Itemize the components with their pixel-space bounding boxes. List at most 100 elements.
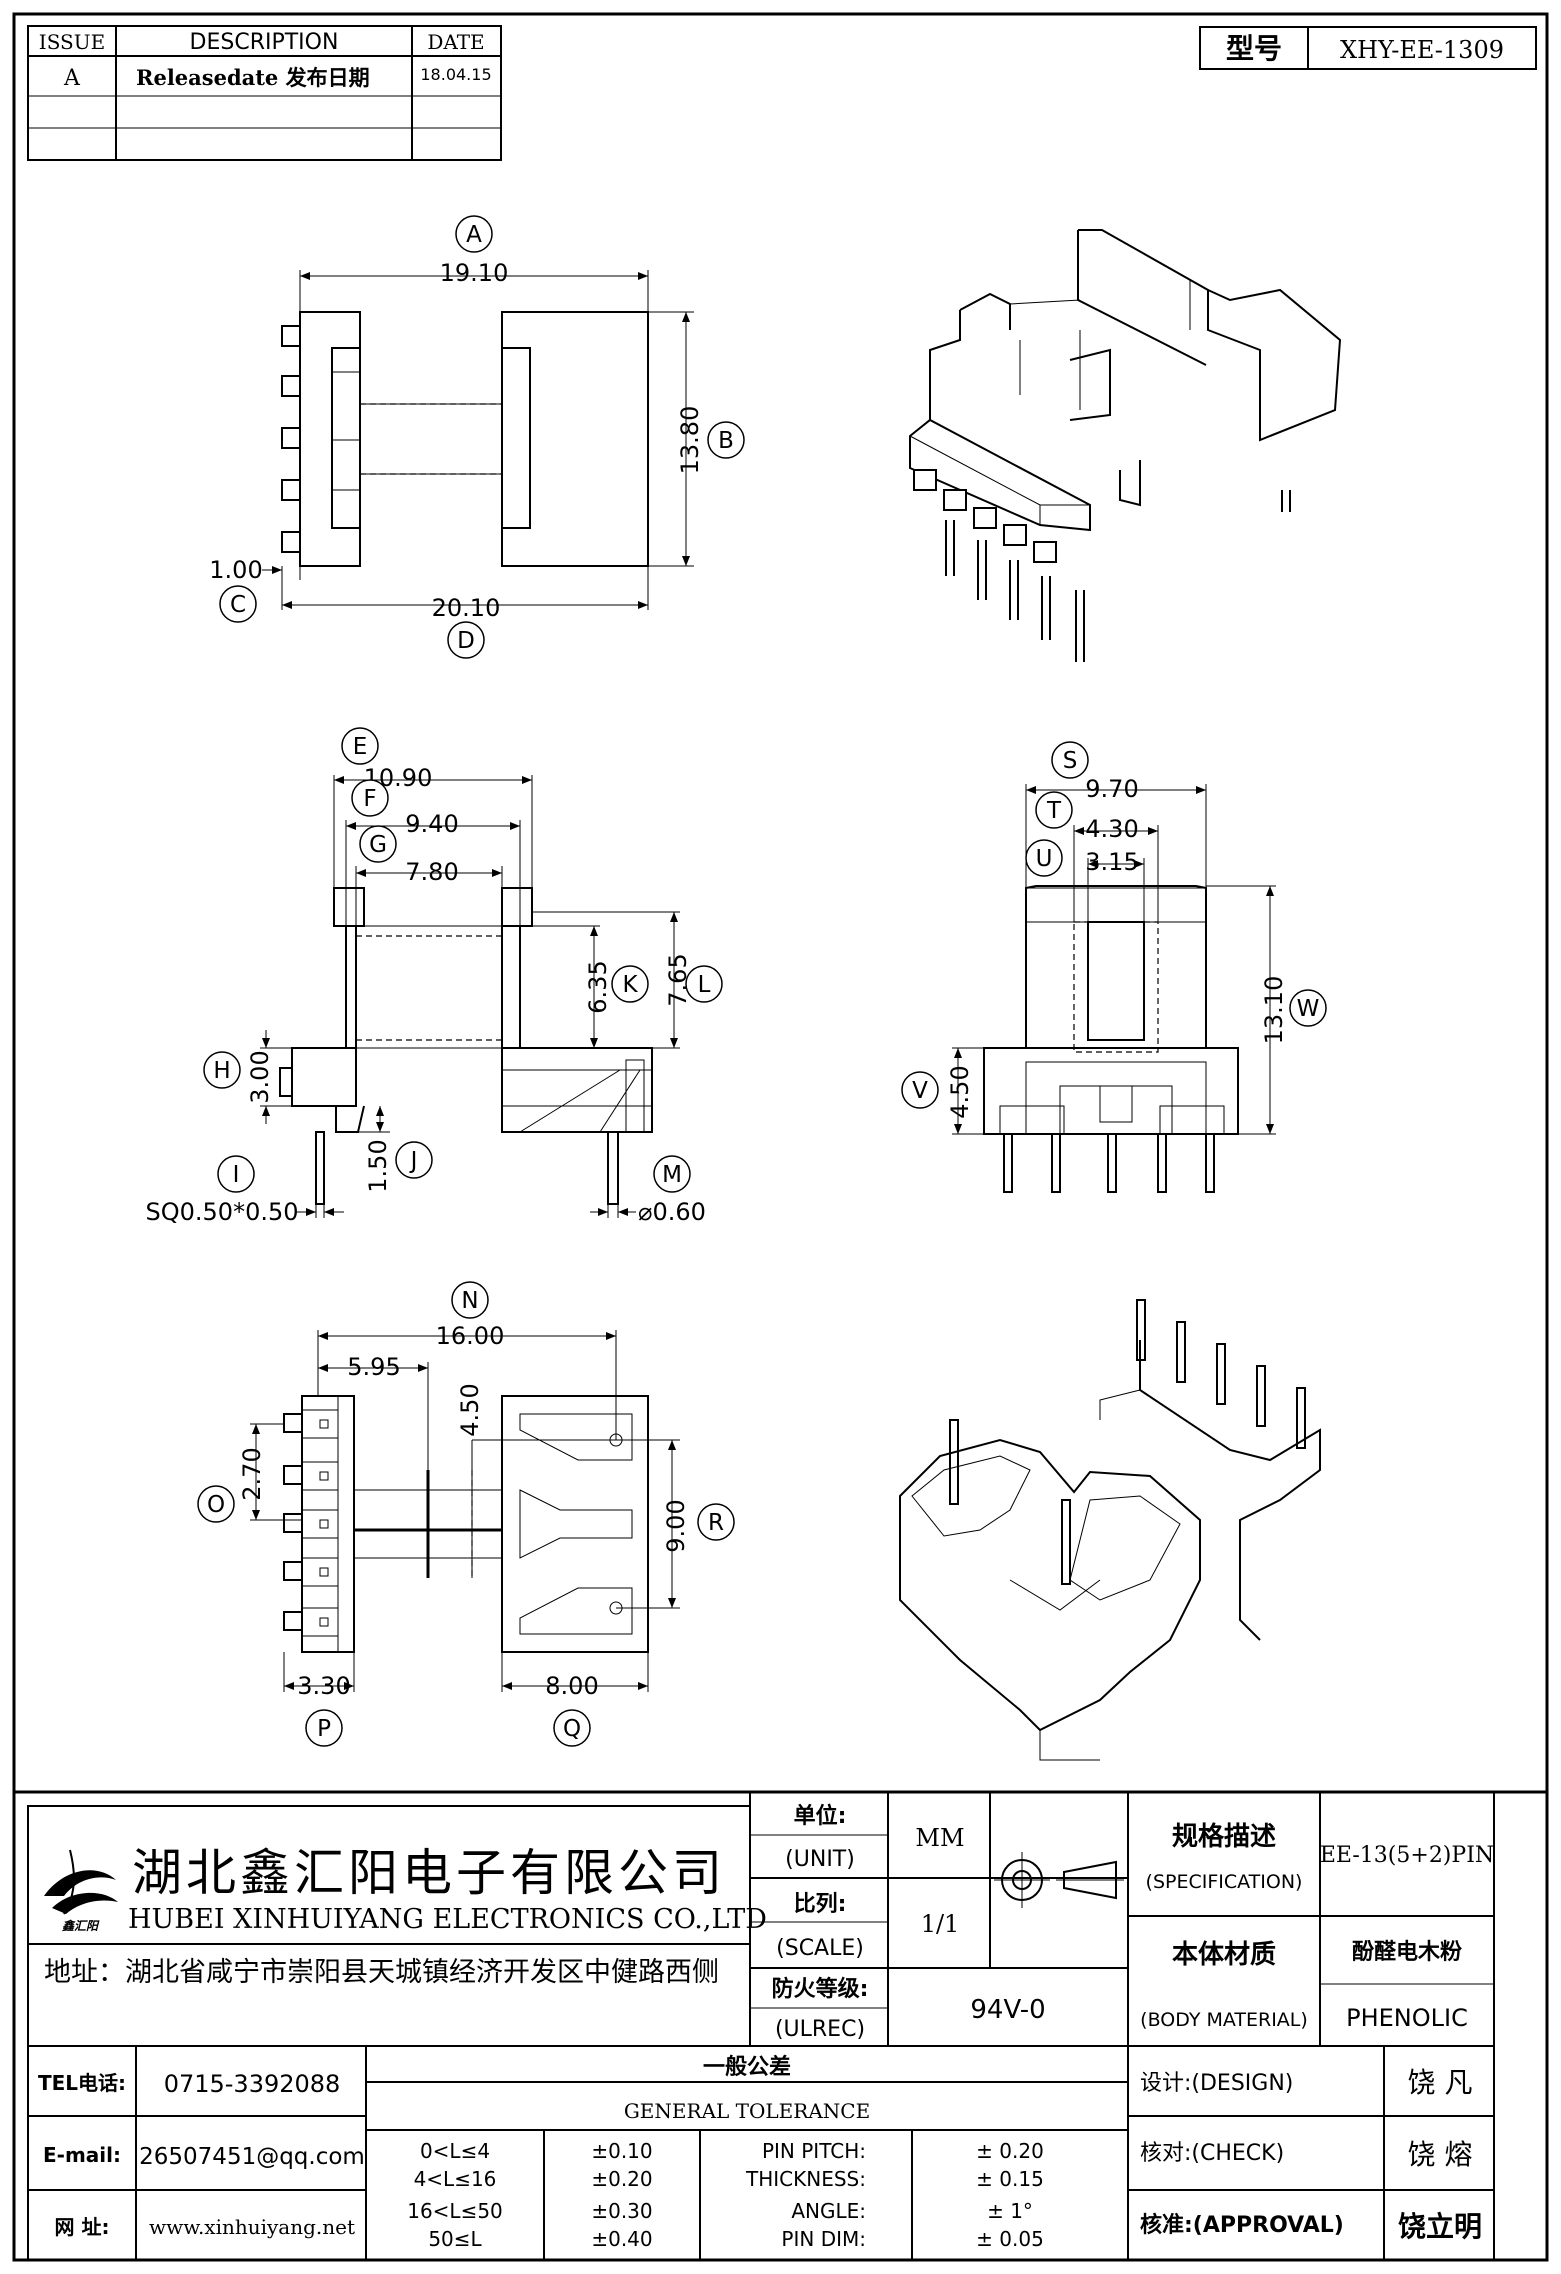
callout-label-c: C <box>230 592 246 618</box>
iso-view-top <box>909 229 1342 662</box>
rev-description: Releasedate 发布日期 <box>136 65 370 90</box>
dim-J-value: 1.50 <box>364 1139 392 1192</box>
callout-circle-c <box>219 585 257 623</box>
callout-label-l: L <box>698 972 711 998</box>
tolerance-item-value: ± 0.05 <box>976 2227 1044 2251</box>
dim-O-value: 2.70 <box>238 1447 266 1500</box>
bottom-view: 16.00 5.95 4.50 9.00 2.70 3.30 8.00 <box>238 1322 690 1700</box>
front-view: 19.10 13.80 20.10 1.00 <box>209 259 704 622</box>
dim-D-value: 20.10 <box>432 594 501 622</box>
callout-label-j: J <box>409 1148 418 1174</box>
dim-N-value: 16.00 <box>436 1322 505 1350</box>
tolerance-item-value: ± 0.20 <box>976 2139 1044 2163</box>
callout-circle-g <box>359 825 397 863</box>
callout-label-d: D <box>457 628 475 654</box>
approval-label: 核准:(APPROVAL) <box>1140 2212 1344 2238</box>
callout-label-e: E <box>353 734 368 760</box>
dim-U-value: 3.15 <box>1085 848 1138 876</box>
spec-value: EE-13(5+2)PIN <box>1320 1843 1494 1868</box>
callout-circle-h <box>203 1051 241 1089</box>
projection-symbol <box>994 1852 1124 1908</box>
dim-I-value: SQ0.50*0.50 <box>146 1198 299 1226</box>
ul-label-cn: 防火等级: <box>772 1976 869 2002</box>
callout-circle-u <box>1025 839 1063 877</box>
dim-F-value: 9.40 <box>405 810 458 838</box>
callout-circle-k <box>611 965 649 1003</box>
tolerance-item-name: PIN PITCH: <box>762 2139 866 2163</box>
callout-circle-q <box>553 1709 591 1747</box>
tolerance-item-value: ± 0.15 <box>976 2167 1044 2191</box>
callout-circle-v <box>901 1071 939 1109</box>
ul-label-en: (ULREC) <box>775 2017 865 2042</box>
callout-circle-w <box>1289 989 1327 1027</box>
rev-issue: A <box>63 66 81 91</box>
iso-view-bottom <box>899 1299 1321 1761</box>
callout-circle-d <box>447 621 485 659</box>
callout-label-q: Q <box>563 1716 581 1742</box>
rev-header-date: DATE <box>427 30 484 54</box>
dim-W-value: 13.10 <box>1260 976 1288 1045</box>
tolerance-range: 50≤L <box>428 2227 482 2251</box>
dim-R-value: 9.00 <box>662 1499 690 1552</box>
dim-T-value: 4.30 <box>1085 815 1138 843</box>
callout-circle-n <box>451 1281 489 1319</box>
callout-circle-i <box>217 1155 255 1193</box>
revision-table: ISSUE DESCRIPTION DATE A Releasedate 发布日… <box>27 25 502 161</box>
callout-label-f: F <box>363 786 376 812</box>
material-label-en: (BODY MATERIAL) <box>1140 2009 1308 2031</box>
company-address: 地址：湖北省咸宁市崇阳县天城镇经济开发区中健路西侧 <box>44 1957 719 1988</box>
callout-circle-o <box>197 1485 235 1523</box>
tel-label: TEL电话: <box>38 2071 126 2095</box>
material-label-cn: 本体材质 <box>1172 1940 1276 1970</box>
tolerance-range: 16<L≤50 <box>407 2199 503 2223</box>
scale-label-cn: 比列: <box>794 1892 847 1917</box>
approval-value: 饶立明 <box>1398 2210 1482 2243</box>
dim-A-value: 19.10 <box>440 259 509 287</box>
callout-label-p: P <box>317 1716 331 1742</box>
dim-M-value: ⌀0.60 <box>638 1198 706 1226</box>
tolerance-range: 0<L≤4 <box>420 2139 490 2163</box>
dim-C-value: 1.00 <box>209 556 262 584</box>
company-name-en: HUBEI XINHUIYANG ELECTRONICS CO.,LTD <box>128 1904 767 1935</box>
dim-5.95-value: 5.95 <box>347 1353 400 1381</box>
rev-header-description: DESCRIPTION <box>190 30 339 55</box>
tolerance-item-name: ANGLE: <box>791 2199 866 2223</box>
callout-label-i: I <box>233 1162 240 1188</box>
design-value: 饶 凡 <box>1408 2066 1473 2099</box>
callout-label-u: U <box>1036 846 1053 872</box>
tolerance-value: ±0.10 <box>591 2139 652 2163</box>
dim-S-value: 9.70 <box>1085 775 1138 803</box>
callout-circle-l <box>685 965 723 1003</box>
spec-label-cn: 规格描述 <box>1172 1821 1276 1852</box>
tolerance-value: ±0.40 <box>591 2227 652 2251</box>
scale-label-en: (SCALE) <box>776 1936 864 1961</box>
ul-value: 94V-0 <box>970 1995 1045 2025</box>
callout-circle-e <box>341 727 379 765</box>
unit-value: MM <box>915 1824 964 1852</box>
tel-value: 0715-3392088 <box>164 2070 341 2098</box>
callout-label-t: T <box>1046 798 1062 824</box>
dim-K-value: 6.35 <box>584 960 612 1013</box>
tolerance-range: 4<L≤16 <box>414 2167 497 2191</box>
callout-circle-r <box>697 1503 735 1541</box>
tolerance-item-name: PIN DIM: <box>781 2227 866 2251</box>
callout-circle-s <box>1051 741 1089 779</box>
dim-P-value: 3.30 <box>297 1672 350 1700</box>
callout-circle-a <box>455 215 493 253</box>
callout-label-w: W <box>1297 996 1320 1022</box>
rev-header-issue: ISSUE <box>39 30 105 54</box>
dim-4.50-value: 4.50 <box>456 1383 484 1436</box>
callout-label-h: H <box>213 1058 230 1084</box>
title-block: 鑫汇阳 湖北鑫汇阳电子有限公司 HUBEI XINHUIYANG ELECTRO… <box>14 1790 1547 2261</box>
spec-label-en: (SPECIFICATION) <box>1146 1871 1303 1893</box>
model-value: XHY-EE-1309 <box>1340 36 1504 64</box>
company-name-cn: 湖北鑫汇阳电子有限公司 <box>132 1844 726 1902</box>
callout-label-b: B <box>718 428 734 454</box>
side-view: 10.90 9.40 7.80 6.35 7.65 3.00 1.50 SQ0.… <box>146 764 706 1226</box>
callout-circle-p <box>305 1709 343 1747</box>
model-label: 型号 <box>1226 32 1282 65</box>
dim-V-value: 4.50 <box>946 1065 974 1118</box>
